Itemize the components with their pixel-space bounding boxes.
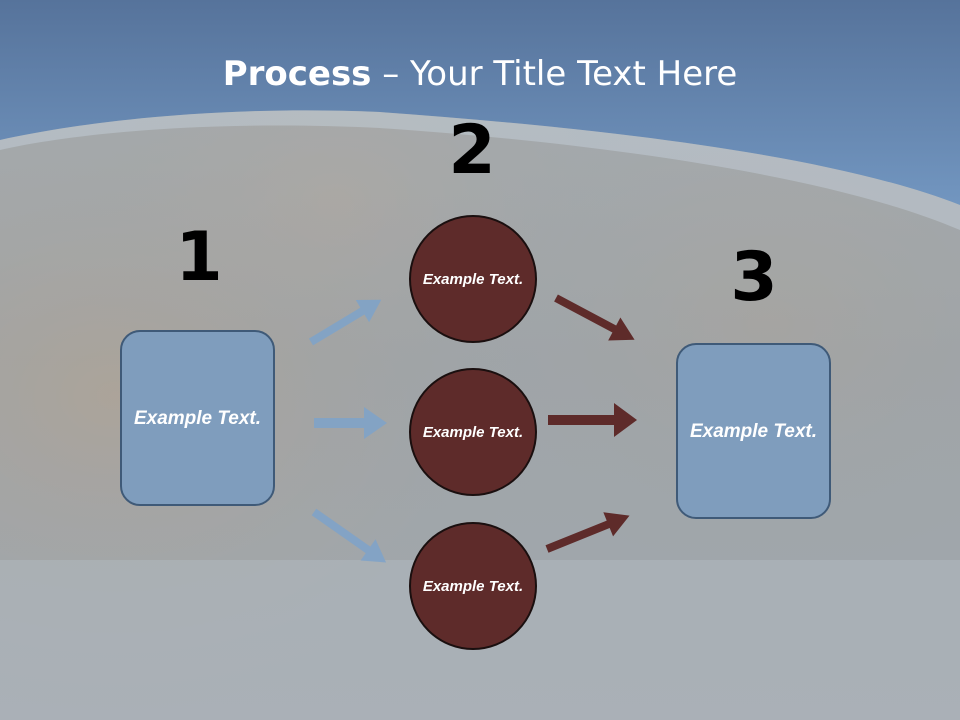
circle-middle: Example Text. [409, 368, 537, 496]
circle-bottom-text: Example Text. [422, 577, 524, 595]
step-number-1: 1 [175, 218, 223, 297]
title-bold: Process [222, 54, 372, 94]
header-band [0, 0, 960, 230]
slide-title: Process – Your Title Text Here [0, 52, 960, 96]
arrow-blue-up [308, 299, 382, 346]
arrow-red-down [554, 294, 635, 341]
step-number-3: 3 [730, 238, 778, 317]
arrow-red-mid [548, 403, 637, 437]
arrow-red-up [545, 512, 630, 553]
arrow-blue-down [311, 508, 387, 563]
circle-middle-text: Example Text. [422, 423, 524, 441]
circle-top: Example Text. [409, 215, 537, 343]
left-box-text: Example Text. [133, 407, 262, 429]
step-number-2: 2 [448, 111, 496, 190]
right-box-text: Example Text. [689, 420, 818, 442]
arrow-blue-mid [314, 407, 387, 439]
circle-bottom: Example Text. [409, 522, 537, 650]
left-box: Example Text. [120, 330, 275, 506]
right-box: Example Text. [676, 343, 831, 519]
circle-top-text: Example Text. [422, 270, 524, 288]
title-rest: – Your Title Text Here [371, 54, 738, 94]
